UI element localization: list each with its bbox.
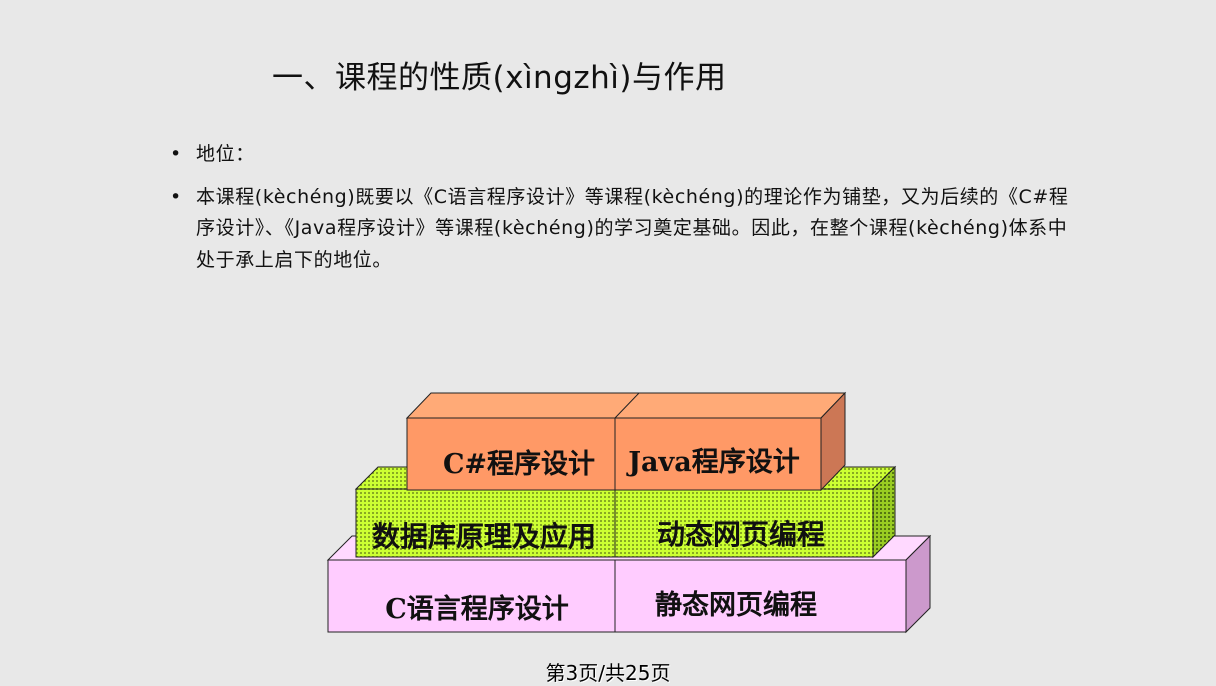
- bullet-text: 本课程(kèchéng)既要以《C语言程序设计》等课程(kèchéng)的理论作…: [196, 185, 1069, 271]
- top-right-block: [614, 417, 822, 491]
- bullet-marker: •: [170, 143, 182, 165]
- bottom-right-block: [614, 559, 907, 633]
- middle-left-block: [355, 488, 616, 558]
- top-layer: [405, 391, 847, 492]
- top-left-block: [406, 417, 616, 491]
- top-layer-top-face: [405, 392, 847, 419]
- bottom-left-block: [327, 559, 616, 633]
- bullet-list: • 地位： • 本课程(kèchéng)既要以《C语言程序设计》等课程(kèch…: [170, 139, 1070, 287]
- bullet-item: • 地位：: [170, 139, 1070, 171]
- label-database: 数据库原理及应用: [372, 520, 596, 553]
- slide-title: 一、课程的性质(xìngzhì)与作用: [272, 60, 727, 96]
- label-c-language: C语言程序设计: [385, 593, 569, 625]
- top-layer-divider: [614, 392, 640, 419]
- page-number: 第3页/共25页: [545, 661, 671, 685]
- bullet-item: • 本课程(kèchéng)既要以《C语言程序设计》等课程(kèchéng)的理…: [170, 182, 1070, 277]
- label-csharp: C#程序设计: [443, 448, 595, 480]
- bullet-text: 地位：: [196, 143, 255, 165]
- label-java: Java程序设计: [626, 446, 799, 478]
- label-static-web: 静态网页编程: [655, 589, 817, 621]
- label-dynamic-web: 动态网页编程: [657, 518, 825, 551]
- bullet-marker: •: [170, 185, 182, 208]
